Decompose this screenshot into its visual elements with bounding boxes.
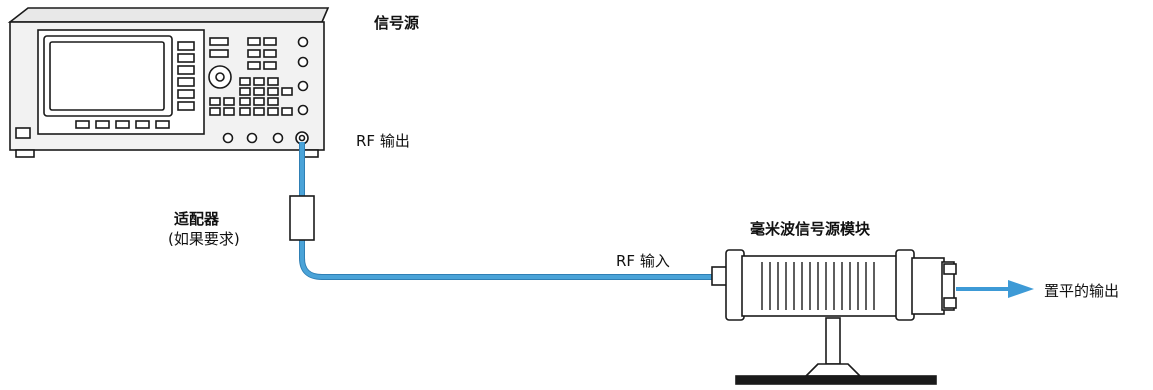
- rf-input-label: RF 输入: [616, 252, 670, 270]
- adapter-note-label: (如果要求): [168, 230, 240, 248]
- rf-output-label: RF 输出: [356, 132, 410, 150]
- signal-generator: [7, 7, 330, 158]
- leveled-output-label: 置平的输出: [1044, 282, 1120, 300]
- adapter: [289, 195, 315, 241]
- rf-cable: [299, 142, 714, 280]
- adapter-label: 适配器: [174, 210, 220, 228]
- output-arrow: [956, 280, 1034, 298]
- mmwave-module-label: 毫米波信号源模块: [750, 220, 871, 238]
- signal-source-label: 信号源: [374, 14, 420, 32]
- mmwave-module: [711, 249, 957, 385]
